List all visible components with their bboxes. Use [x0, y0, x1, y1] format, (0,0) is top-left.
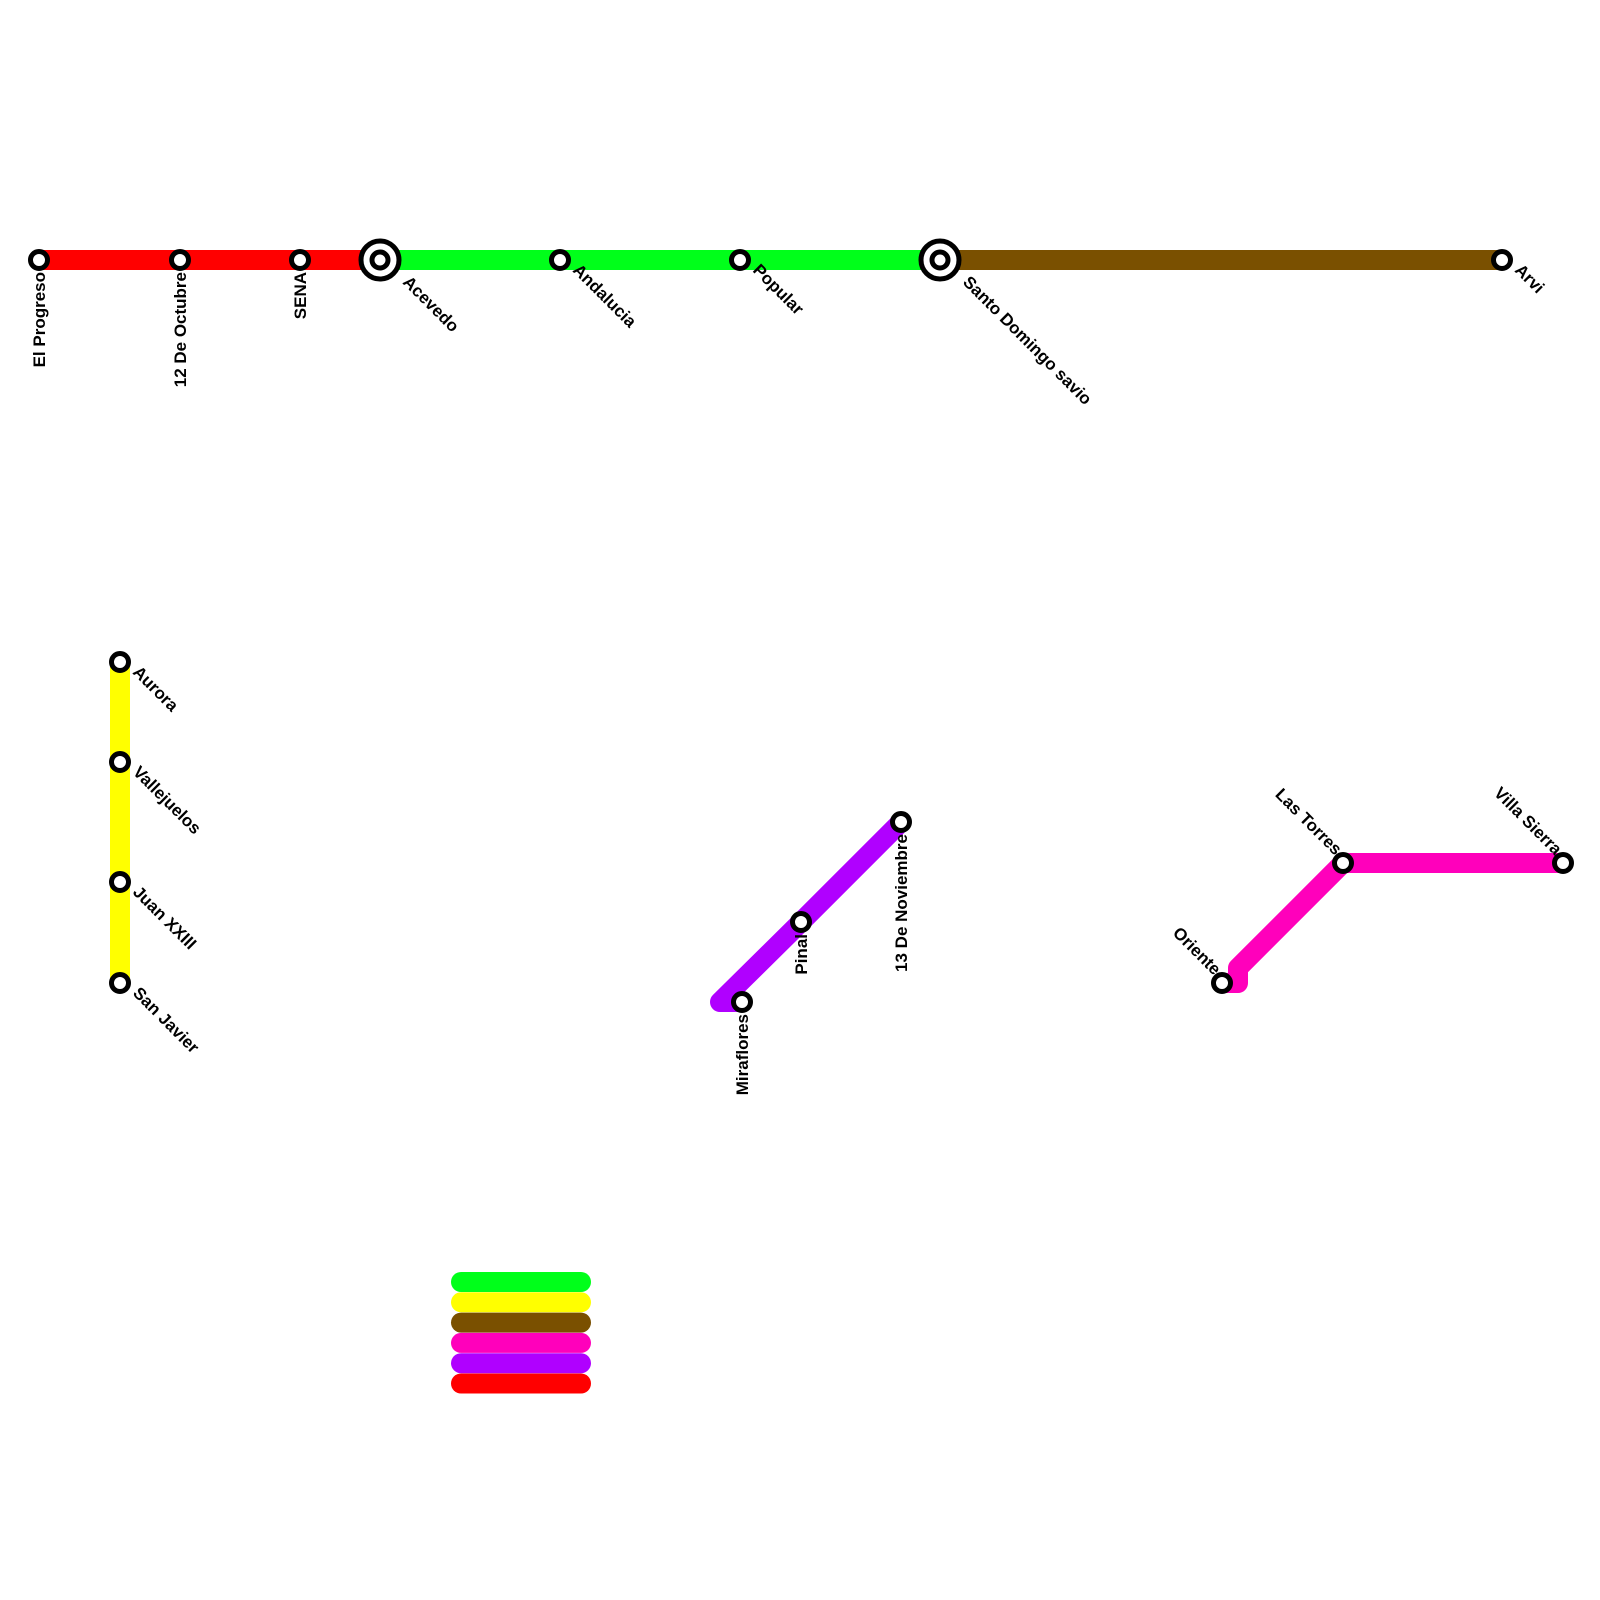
label-andalucia: Andalucia: [569, 260, 640, 331]
route-lines: [39, 250, 1573, 1012]
label-santo-domingo: Santo Domingo savio: [959, 272, 1095, 408]
line-pink[interactable]: [1212, 853, 1573, 993]
line-legend: [451, 1272, 591, 1394]
station-popular[interactable]: [729, 249, 751, 271]
station-pinal[interactable]: [790, 911, 812, 933]
label-san-javier: San Javier: [129, 983, 203, 1057]
station-12-de-octubre[interactable]: [169, 249, 191, 271]
label-oriente: Oriente: [1169, 923, 1225, 979]
label-villa-sierra: Villa Sierra: [1490, 783, 1566, 859]
station-oriente[interactable]: [1211, 972, 1233, 994]
station-juan-xxiii[interactable]: [109, 871, 131, 893]
station-miraflores[interactable]: [731, 991, 753, 1013]
label-aurora: Aurora: [129, 662, 182, 715]
interchange-inner-ring: [369, 249, 391, 271]
interchange-acevedo[interactable]: [358, 238, 402, 282]
station-vallejuelos[interactable]: [109, 751, 131, 773]
label-13-de-noviembre: 13 De Noviembre: [892, 834, 911, 972]
station-las-torres[interactable]: [1332, 852, 1354, 874]
label-acevedo: Acevedo: [399, 272, 463, 336]
station-andalucia[interactable]: [549, 249, 571, 271]
label-vallejuelos: Vallejuelos: [129, 762, 205, 838]
station-13-de-noviembre[interactable]: [890, 811, 912, 833]
station-labels: El Progreso 12 De Octubre SENA Acevedo A…: [30, 260, 1566, 1095]
station-sena[interactable]: [289, 249, 311, 271]
station-el-progreso[interactable]: [28, 249, 50, 271]
label-miraflores: Miraflores: [733, 1014, 752, 1095]
label-arvi: Arvi: [1511, 260, 1548, 297]
label-pinal: Pinal: [792, 934, 811, 975]
station-san-javier[interactable]: [109, 972, 131, 994]
label-12-de-octubre: 12 De Octubre: [171, 272, 190, 387]
station-markers: [28, 249, 1574, 1013]
label-sena: SENA: [291, 272, 310, 319]
station-aurora[interactable]: [109, 651, 131, 673]
label-las-torres: Las Torres: [1272, 785, 1346, 859]
interchange-inner-ring: [929, 249, 951, 271]
interchange-santo-domingo[interactable]: [918, 238, 962, 282]
label-el-progreso: El Progreso: [30, 272, 49, 367]
station-arvi[interactable]: [1491, 249, 1513, 271]
label-juan-xxiii: Juan XXIII: [129, 882, 200, 953]
station-villa-sierra[interactable]: [1552, 852, 1574, 874]
